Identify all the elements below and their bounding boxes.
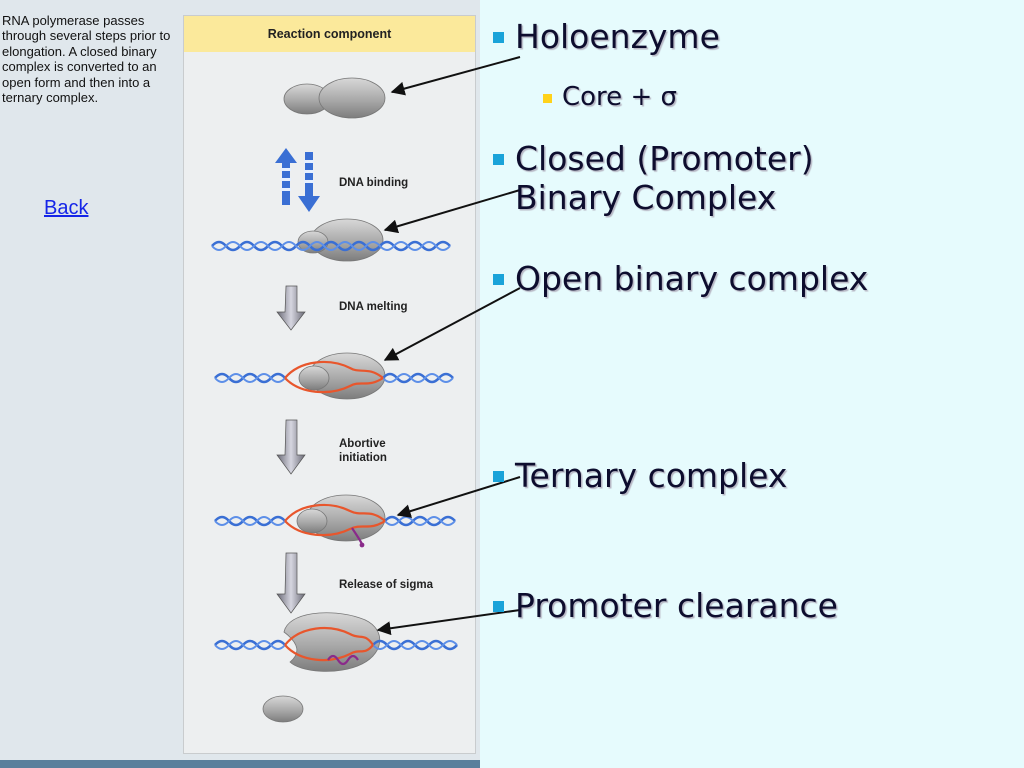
holoenzyme-shape bbox=[283, 77, 386, 119]
released-sigma-shape bbox=[262, 695, 304, 723]
bullet-open-binary-complex: Open binary complex bbox=[493, 259, 868, 298]
dna-helix bbox=[211, 240, 451, 252]
ternary-complex-shape bbox=[296, 494, 386, 542]
step-label-dna-binding: DNA binding bbox=[339, 177, 409, 189]
bullet-text: Closed (Promoter) Binary Complex bbox=[515, 139, 814, 217]
melted-dna-bubble bbox=[284, 361, 384, 394]
step-arrow-3 bbox=[276, 552, 306, 614]
dna-helix bbox=[214, 639, 458, 651]
pointer-arrow-promoter-clearance bbox=[376, 609, 521, 636]
closed-complex-shape bbox=[297, 218, 384, 262]
figure-caption: RNA polymerase passes through several st… bbox=[2, 13, 171, 106]
step-label-release-of-sigma: Release of sigma bbox=[339, 579, 433, 591]
core-enzyme-shape bbox=[283, 612, 381, 672]
figure-header: Reaction component bbox=[184, 16, 475, 52]
bullet-text: Core + σ bbox=[562, 82, 677, 112]
bullet-promoter-clearance: Promoter clearance bbox=[493, 586, 838, 625]
bullet-text: Ternary complex bbox=[515, 456, 788, 495]
bottom-bar bbox=[0, 760, 480, 768]
sub-bullet-square-icon bbox=[543, 94, 552, 103]
step-arrow-1 bbox=[276, 285, 306, 331]
dna-helix bbox=[214, 372, 454, 384]
binding-equilibrium-arrows bbox=[275, 148, 320, 212]
step-label-dna-melting: DNA melting bbox=[339, 301, 408, 313]
sub-bullet-core-sigma: Core + σ bbox=[543, 82, 677, 112]
bullet-ternary-complex: Ternary complex bbox=[493, 456, 787, 495]
pointer-arrow-ternary-complex bbox=[396, 476, 521, 518]
dna-helix bbox=[214, 515, 456, 527]
bullet-holoenzyme: Holoenzyme bbox=[493, 17, 720, 56]
pointer-arrows bbox=[376, 56, 521, 636]
pointer-arrow-closed-complex bbox=[383, 189, 521, 234]
melted-dna-bubble bbox=[284, 504, 386, 548]
step-label-abortive-initiation: Abortive initiation bbox=[339, 438, 387, 464]
bullet-square-icon bbox=[493, 601, 504, 612]
step-arrow-2 bbox=[276, 419, 306, 475]
bullet-text: Open binary complex bbox=[515, 259, 869, 298]
pointer-arrow-holoenzyme bbox=[390, 56, 521, 96]
bullet-closed-binary-complex: Closed (Promoter) Binary Complex bbox=[493, 139, 895, 217]
bullet-square-icon bbox=[493, 274, 504, 285]
open-complex-shape bbox=[298, 352, 386, 400]
bullet-square-icon bbox=[493, 32, 504, 43]
melted-dna-bubble bbox=[284, 627, 374, 666]
bullet-square-icon bbox=[493, 154, 504, 165]
bullet-square-icon bbox=[493, 471, 504, 482]
back-link[interactable]: Back bbox=[44, 197, 89, 219]
bullet-text: Holoenzyme bbox=[515, 17, 720, 56]
bullet-text: Promoter clearance bbox=[515, 586, 838, 625]
pointer-arrow-open-complex bbox=[383, 287, 521, 361]
